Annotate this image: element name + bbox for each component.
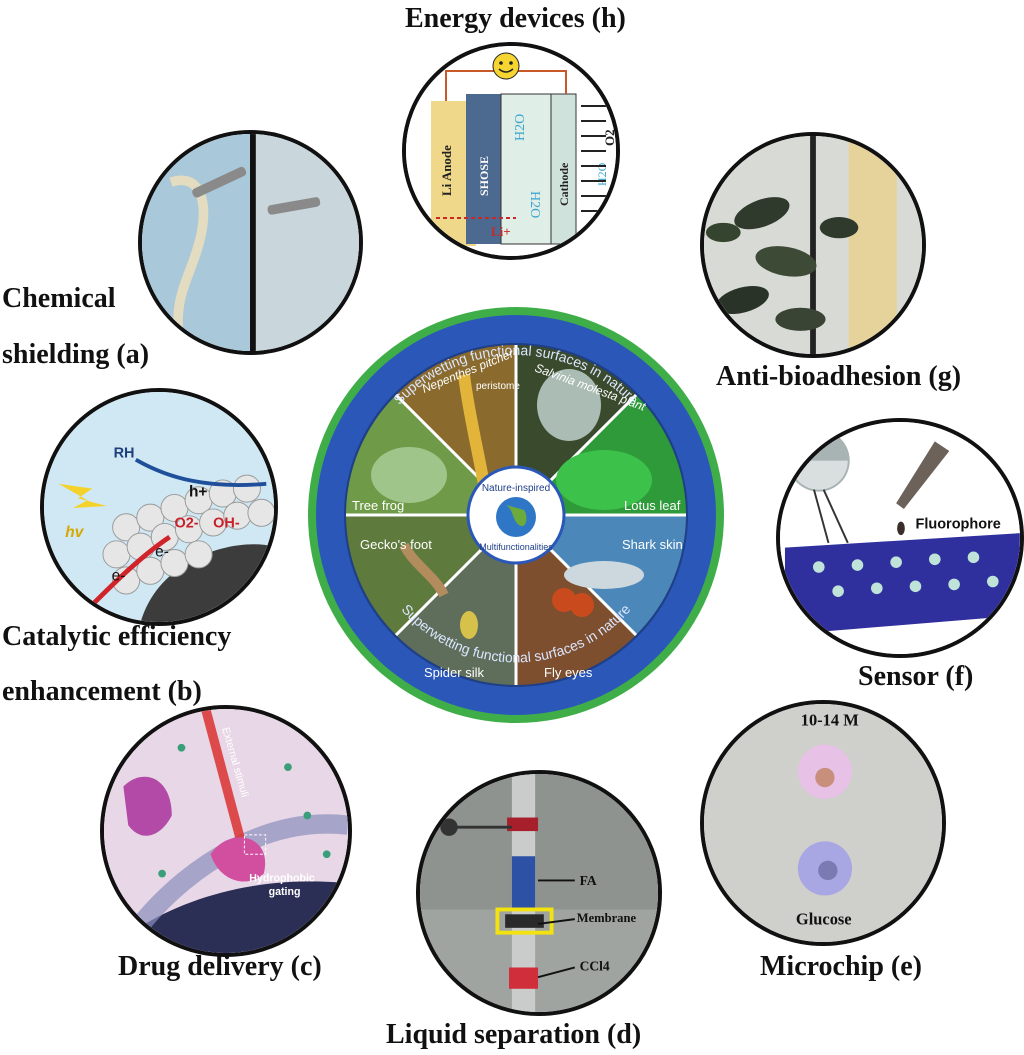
sector-label-gecko: Gecko's foot (360, 537, 432, 552)
sector-label-treefrog: Tree frog (352, 498, 404, 513)
smiley-icon (492, 52, 520, 80)
catalytic-label-line2: enhancement (b) (2, 676, 202, 707)
microchip-circle: 10-14 M Glucose (700, 700, 946, 946)
catalytic-label-line1: Catalytic efficiency (2, 621, 232, 652)
microchip-label: Microchip (e) (760, 951, 922, 982)
oh-text: OH- (213, 515, 240, 531)
sensor-circle: Fluorophore (776, 418, 1024, 658)
chemical-shielding-label-line1: Chemical (2, 283, 116, 314)
e1-text: e- (112, 567, 126, 584)
o2-text: O2 (602, 129, 616, 146)
anti-bioadhesion-label: Anti-bioadhesion (g) (716, 361, 962, 392)
central-disc: Superwetting functional surfaces in natu… (304, 305, 729, 725)
catalytic-circle: RH h+ O2- OH- hv e- e- O2 (40, 388, 278, 626)
gating-text-1: Hydrophobic (249, 872, 315, 884)
separator-text: SHOSE (477, 156, 491, 196)
h2o-text-a: H2O (513, 114, 528, 141)
microchip-render: 10-14 M Glucose (704, 704, 942, 942)
energy-devices-label: Energy devices (h) (405, 3, 626, 34)
sensor-diagram: Fluorophore (780, 422, 1020, 654)
liquid-separation-circle: FA Membrane CCl4 (416, 770, 662, 1016)
battery-diagram: Li Anode SHOSE Cathode H2O H2O H2O O2 Li… (406, 46, 616, 256)
cathode-block (550, 93, 577, 245)
sector-label-lotus: Lotus leaf (624, 498, 681, 513)
cathode-text: Cathode (557, 162, 571, 206)
h2o-text-b: H2O (527, 191, 542, 218)
hub-bottom-text: Multifunctionalities (479, 542, 553, 552)
li-ion-text: Li+ (491, 224, 511, 239)
separation-photo: FA Membrane CCl4 (420, 774, 658, 1012)
sensor-label: Sensor (f) (858, 661, 974, 692)
concentration-text: 10-14 M (801, 710, 859, 729)
sector-label-spider: Spider silk (424, 665, 484, 680)
hub-top-text: Nature-inspired (482, 483, 550, 494)
drug-delivery-render: External stimuli Hydrophobic gating (104, 709, 348, 953)
glucose-text: Glucose (796, 910, 852, 929)
shielding-photo (142, 134, 359, 351)
o2minus-text: O2- (174, 515, 198, 531)
fa-text: FA (580, 873, 597, 888)
arrow-group (581, 105, 606, 212)
chemical-shielding-circle (138, 130, 363, 355)
gating-text-2: gating (269, 886, 301, 898)
hv-text: hv (65, 524, 84, 541)
sensor-substrate (784, 533, 1020, 635)
ccl4-text: CCl4 (580, 958, 610, 973)
sector-label-shark: Shark skin (622, 537, 683, 552)
peristome-text: peristome (476, 381, 520, 392)
catalysis-diagram: RH h+ O2- OH- hv e- e- O2 (44, 392, 274, 622)
central-disc-svg: Superwetting functional surfaces in natu… (308, 307, 724, 723)
o2-text: O2 (71, 596, 91, 613)
liquid-separation-label: Liquid separation (d) (386, 1019, 642, 1050)
membrane-text: Membrane (577, 911, 637, 925)
fluorophore-text: Fluorophore (915, 516, 1000, 532)
sector-label-fly: Fly eyes (544, 665, 593, 680)
anode-text: Li Anode (439, 145, 454, 196)
hplus-text: h+ (189, 483, 207, 500)
e2-text: e- (155, 543, 169, 560)
mussel-photo (704, 136, 922, 354)
drug-delivery-circle: External stimuli Hydrophobic gating (100, 705, 352, 957)
rh-text: RH (114, 446, 135, 462)
energy-devices-circle: Li Anode SHOSE Cathode H2O H2O H2O O2 Li… (402, 42, 620, 260)
chemical-shielding-label-line2: shielding (a) (2, 339, 150, 370)
anti-bioadhesion-circle (700, 132, 926, 358)
